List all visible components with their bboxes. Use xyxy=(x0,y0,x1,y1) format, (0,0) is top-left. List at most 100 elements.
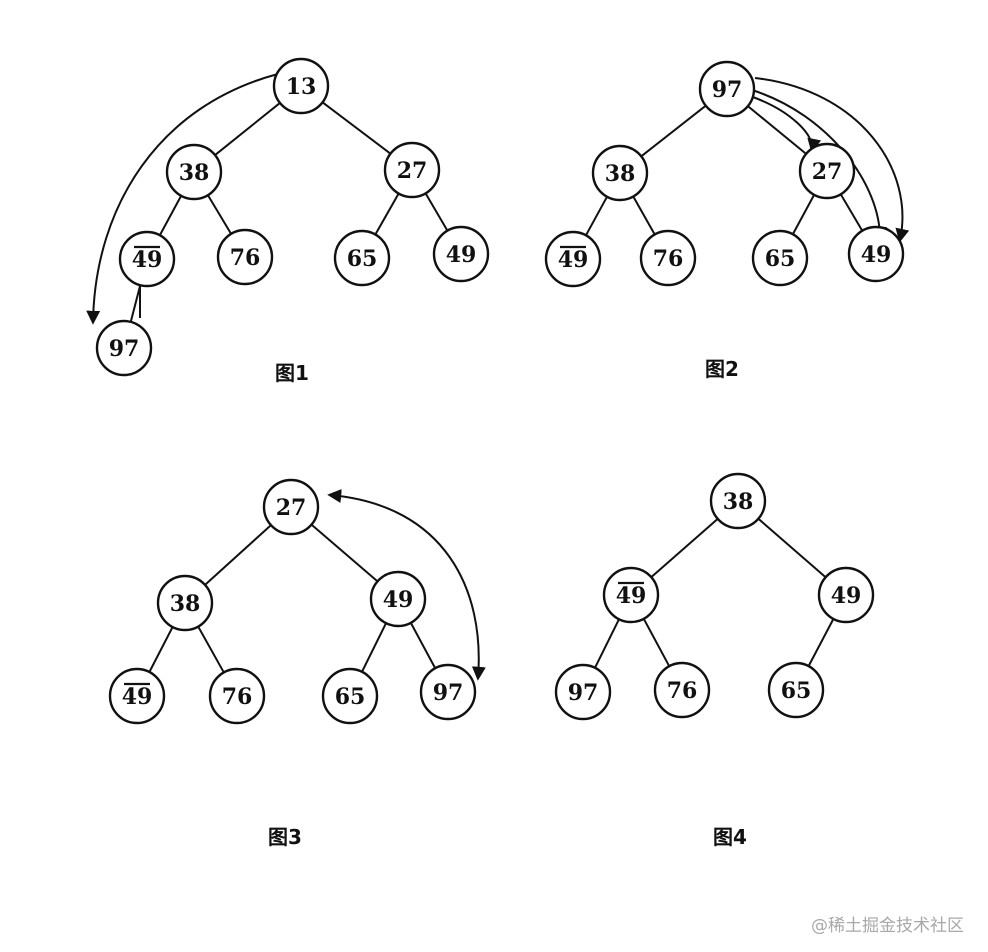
tree-edge xyxy=(650,518,719,578)
tree-node: 49 xyxy=(432,225,490,283)
node-circle xyxy=(333,229,391,287)
node-circle xyxy=(639,229,697,287)
tree-edge xyxy=(791,194,816,235)
figure-4-edges xyxy=(594,517,835,669)
node-circle xyxy=(591,144,649,202)
node-value: 97 xyxy=(712,77,743,103)
tree-node: 49 xyxy=(544,230,602,288)
figure-4-caption: 图4 xyxy=(713,825,747,849)
node-value: 49 xyxy=(831,583,862,609)
tree-node: 49 xyxy=(369,570,427,628)
node-value: 38 xyxy=(170,591,201,617)
figure-2-swap-arrow-inner xyxy=(749,95,822,153)
node-circle xyxy=(602,566,660,624)
node-value: 49 xyxy=(383,587,414,613)
node-value: 97 xyxy=(433,680,464,706)
tree-node: 38 xyxy=(709,472,767,530)
figure-2-nodes: 97 38 27 49 76 65 49 xyxy=(544,60,905,288)
tree-edge xyxy=(424,192,449,232)
tree-edge xyxy=(757,517,827,579)
node-circle xyxy=(653,661,711,719)
node-circle xyxy=(709,472,767,530)
node-value: 27 xyxy=(397,158,428,184)
node-circle xyxy=(798,142,856,200)
tree-node: 27 xyxy=(262,478,320,536)
tree-node: 65 xyxy=(333,229,391,287)
node-value: 49 xyxy=(122,684,153,710)
node-value: 27 xyxy=(276,495,307,521)
node-circle xyxy=(817,566,875,624)
tree-edge xyxy=(197,626,225,673)
node-circle xyxy=(108,667,166,725)
node-circle xyxy=(554,663,612,721)
node-circle xyxy=(432,225,490,283)
tree-node: 76 xyxy=(653,661,711,719)
node-circle xyxy=(544,230,602,288)
node-circle xyxy=(767,661,825,719)
figure-1-caption: 图1 xyxy=(275,361,309,385)
tree-edge xyxy=(310,523,379,583)
tree-node: 27 xyxy=(798,142,856,200)
node-value: 49 xyxy=(616,583,647,609)
tree-node: 49 xyxy=(817,566,875,624)
node-value: 65 xyxy=(765,246,796,272)
tree-node: 76 xyxy=(216,228,274,286)
watermark: @稀土掘金技术社区 xyxy=(811,916,964,936)
node-value: 38 xyxy=(605,161,636,187)
tree-node: 49 xyxy=(108,667,166,725)
figure-4: 38 49 49 97 76 65 图4 xyxy=(554,472,875,849)
tree-node: 65 xyxy=(751,229,809,287)
figure-2-swap-arrow-outer xyxy=(754,77,910,243)
node-value: 65 xyxy=(781,678,812,704)
tree-node: 13 xyxy=(272,57,330,115)
node-circle xyxy=(369,570,427,628)
node-value: 97 xyxy=(568,680,599,706)
tree-edge xyxy=(642,618,671,667)
figure-1-edges xyxy=(129,101,449,323)
node-value: 49 xyxy=(132,247,163,273)
node-circle xyxy=(847,225,905,283)
figure-4-nodes: 38 49 49 97 76 65 xyxy=(554,472,875,721)
node-value: 49 xyxy=(558,247,589,273)
node-circle xyxy=(272,57,330,115)
node-circle xyxy=(95,319,153,377)
node-circle xyxy=(419,663,477,721)
node-circle xyxy=(383,141,441,199)
tree-node: 38 xyxy=(156,574,214,632)
tree-edge xyxy=(158,195,183,236)
tree-edge xyxy=(207,194,232,235)
tree-edge xyxy=(204,524,272,586)
node-value: 27 xyxy=(812,159,843,185)
tree-node: 76 xyxy=(639,229,697,287)
tree-edge xyxy=(148,626,174,673)
node-value: 76 xyxy=(230,245,261,271)
node-value: 76 xyxy=(653,246,684,272)
figure-3-caption: 图3 xyxy=(268,825,302,849)
tree-node: 65 xyxy=(767,661,825,719)
node-value: 13 xyxy=(286,74,317,100)
tree-edge xyxy=(129,284,142,323)
node-circle xyxy=(208,667,266,725)
tree-node: 49 xyxy=(847,225,905,283)
figure-1-swap-arrow xyxy=(86,73,279,325)
tree-node: 97 xyxy=(698,60,756,118)
node-circle xyxy=(165,143,223,201)
node-value: 49 xyxy=(446,242,477,268)
node-circle xyxy=(216,228,274,286)
tree-edge xyxy=(321,101,392,155)
tree-edge xyxy=(361,622,387,673)
node-circle xyxy=(751,229,809,287)
tree-edge xyxy=(409,622,437,669)
node-value: 49 xyxy=(861,242,892,268)
figure-2-edges xyxy=(585,104,864,236)
node-value: 97 xyxy=(109,336,140,362)
tree-edge xyxy=(632,196,656,235)
node-value: 65 xyxy=(335,684,366,710)
tree-node: 97 xyxy=(419,663,477,721)
tree-node: 49 xyxy=(602,566,660,624)
node-circle xyxy=(156,574,214,632)
